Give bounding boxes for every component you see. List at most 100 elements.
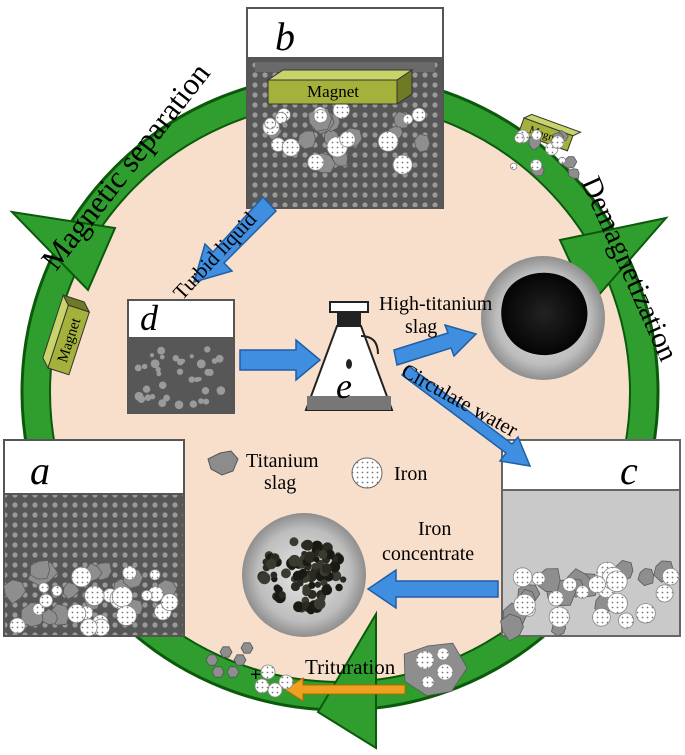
iron-particle (558, 156, 566, 165)
suspended-particle (172, 355, 179, 362)
iron-particle (278, 674, 294, 690)
suspended-particle (150, 359, 160, 369)
suspended-particle (149, 353, 155, 358)
suspended-particle (158, 381, 167, 389)
iron-particle (588, 575, 606, 594)
trituration-particles: + (205, 642, 468, 698)
slag-particle (567, 168, 580, 179)
slag-fragment (205, 654, 219, 666)
iron-particle (661, 567, 680, 586)
suspended-particle (174, 400, 184, 410)
suspended-particle (134, 364, 142, 372)
suspended-particle (198, 398, 204, 404)
iron-particle (635, 603, 656, 624)
arrow-c-to-iron (366, 568, 499, 610)
iron-particle (149, 569, 161, 581)
iron-particle (514, 133, 525, 144)
panel-label-b: b (275, 14, 295, 59)
iron-granule (298, 568, 308, 578)
iron-granule (318, 550, 328, 560)
iron-particle (32, 603, 45, 616)
suspended-particle (141, 363, 148, 370)
iron-granule (321, 584, 333, 596)
iron-granule (270, 571, 278, 579)
iron-particle (512, 567, 533, 588)
iron-particle (411, 107, 427, 123)
panel-label-a: a (30, 448, 50, 493)
suspended-particle (180, 358, 186, 364)
iron-granule (289, 537, 299, 547)
iron-particle (531, 129, 542, 141)
iron-granule (314, 581, 322, 588)
iron-concentrate-dish (242, 513, 366, 637)
suspended-particle (149, 393, 156, 400)
iron-granule (293, 601, 304, 613)
beaker-b-magnet-label: Magnet (307, 82, 359, 101)
beaker-a: a (3, 439, 185, 637)
suspended-particle (189, 400, 198, 408)
iron-particle (67, 603, 87, 624)
iron-granule (311, 562, 319, 570)
iron-particle (392, 154, 413, 175)
iron-particle (562, 577, 577, 592)
arrow-e-to-slag (393, 323, 478, 366)
iron-concentrate-label-line1: Iron (418, 518, 451, 540)
iron-particle (531, 571, 546, 586)
trituration-arrow (284, 677, 406, 702)
suspended-particle (201, 386, 210, 395)
iron-granule (311, 540, 323, 553)
slag-fragment (233, 654, 247, 666)
iron-particle (339, 131, 356, 148)
iron-granule (308, 581, 316, 589)
iron-granule (320, 579, 328, 587)
iron-particle (281, 138, 301, 157)
iron-granule (266, 558, 277, 570)
iron-granule (313, 597, 326, 610)
iron-particle (592, 607, 611, 627)
iron-particle (551, 135, 565, 149)
suspended-particle (137, 395, 146, 403)
iron-granule (258, 572, 271, 585)
iron-particle (84, 585, 105, 606)
slag-particle (41, 608, 58, 626)
iron-particle (111, 585, 134, 608)
iron-particle (415, 650, 435, 670)
suspended-particle (194, 376, 200, 383)
suspended-particle (196, 359, 206, 369)
beaker-d: d (127, 298, 235, 414)
iron-granule (340, 576, 347, 583)
iron-granule (324, 549, 335, 560)
iron-granule (281, 568, 291, 579)
iron-particle (51, 585, 63, 597)
iron-particle (264, 117, 277, 130)
iron-particle (254, 678, 270, 694)
iron-particle (548, 590, 565, 607)
beaker-b: Magnet b (246, 7, 444, 209)
iron-granule (321, 563, 332, 574)
slag-particle (3, 579, 27, 605)
iron-particle (606, 592, 628, 614)
suspended-particle (216, 386, 226, 395)
iron-particle (510, 162, 518, 170)
slag-fragment (211, 666, 225, 678)
legend-titanium-label-line2: slag (264, 472, 296, 494)
legend-titanium-label-line1: Titanium (246, 450, 319, 472)
slag-particle (62, 581, 81, 600)
suspended-particle (144, 394, 152, 401)
suspended-particle (159, 354, 165, 360)
suspended-particle (155, 366, 161, 373)
slag-fragment (226, 666, 240, 678)
iron-granule (278, 591, 286, 599)
flow-arrows (192, 195, 532, 610)
suspended-particle (189, 354, 194, 359)
suspended-particle (188, 376, 195, 383)
iron-particle (530, 159, 543, 172)
suspended-particle (211, 358, 218, 364)
iron-granule (304, 551, 316, 563)
suspended-particle (158, 399, 167, 408)
iron-particle (402, 113, 414, 125)
suspended-particle (204, 346, 211, 353)
filter-flask-e: e (304, 301, 394, 411)
iron-particle (39, 593, 53, 608)
